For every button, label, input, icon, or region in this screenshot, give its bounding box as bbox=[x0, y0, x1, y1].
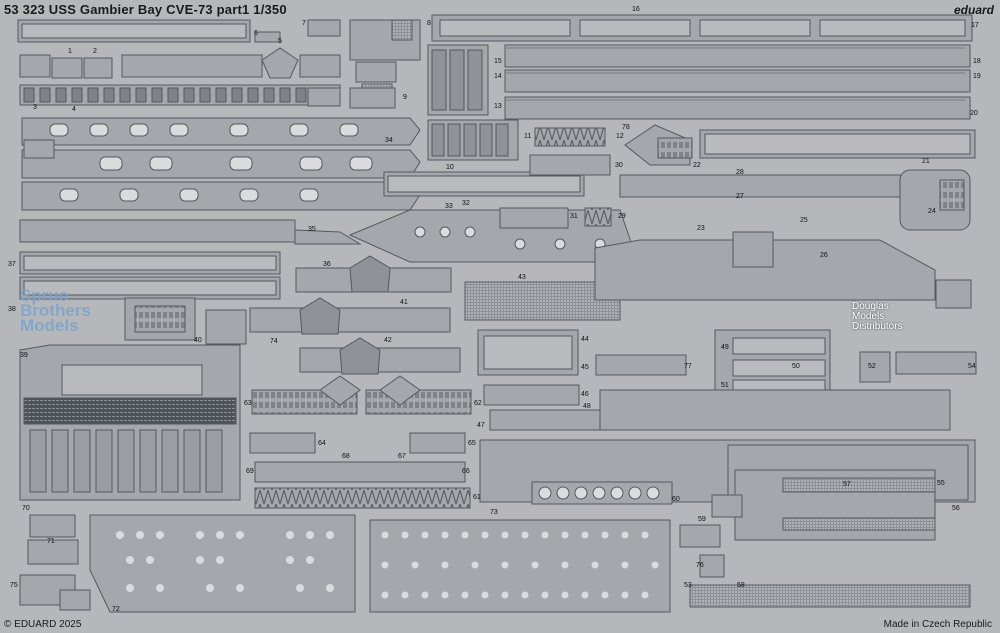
part-number: 39 bbox=[20, 352, 28, 359]
part-number: 48 bbox=[583, 403, 591, 410]
part-number: 24 bbox=[928, 208, 936, 215]
part-number: 57 bbox=[843, 481, 851, 488]
part-number: 72 bbox=[112, 606, 120, 613]
part-number: 2 bbox=[93, 48, 97, 55]
part-number: 4 bbox=[72, 106, 76, 113]
part-number: 28 bbox=[736, 169, 744, 176]
part-number: 37 bbox=[8, 261, 16, 268]
part-number: 42 bbox=[384, 337, 392, 344]
part-number: 49 bbox=[721, 344, 729, 351]
part-number: 22 bbox=[693, 162, 701, 169]
part-number: 59 bbox=[698, 516, 706, 523]
part-number: 6 bbox=[254, 30, 258, 37]
watermark-left-line: Sprue bbox=[20, 286, 69, 305]
part-number: 41 bbox=[400, 299, 408, 306]
part-number: 23 bbox=[697, 225, 705, 232]
part-number: 66 bbox=[462, 468, 470, 475]
part-number: 71 bbox=[47, 538, 55, 545]
part-number: 47 bbox=[477, 422, 485, 429]
part-number: 25 bbox=[800, 217, 808, 224]
part-number: 21 bbox=[922, 158, 930, 165]
part-number: 61 bbox=[473, 494, 481, 501]
part-number: 51 bbox=[721, 382, 729, 389]
part-number: 36 bbox=[323, 261, 331, 268]
part-number: 70 bbox=[22, 505, 30, 512]
part-number: 13 bbox=[494, 103, 502, 110]
part-number: 12 bbox=[616, 133, 624, 140]
watermark-right: Douglas Models Distributors bbox=[852, 302, 903, 332]
watermark-right-line: Douglas bbox=[852, 301, 889, 312]
part-number: 27 bbox=[736, 193, 744, 200]
part-number: 32 bbox=[462, 200, 470, 207]
part-number: 18 bbox=[973, 58, 981, 65]
part-number: 26 bbox=[820, 252, 828, 259]
part-number: 16 bbox=[632, 6, 640, 13]
part-number: 50 bbox=[792, 363, 800, 370]
part-number: 33 bbox=[445, 203, 453, 210]
part-number: 52 bbox=[868, 363, 876, 370]
part-number: 69 bbox=[246, 468, 254, 475]
made-in-text: Made in Czech Republic bbox=[883, 619, 992, 630]
part-number: 7 bbox=[302, 20, 306, 27]
part-number: 75 bbox=[10, 582, 18, 589]
part-number: 40 bbox=[194, 337, 202, 344]
brand-logo: eduard bbox=[953, 3, 994, 17]
part-number: 45 bbox=[581, 364, 589, 371]
part-number: 68 bbox=[342, 453, 350, 460]
part-number: 62 bbox=[474, 400, 482, 407]
part-number: 78 bbox=[622, 124, 630, 131]
part-number: 65 bbox=[468, 440, 476, 447]
part-number: 8 bbox=[427, 20, 431, 27]
part-number: 9 bbox=[403, 94, 407, 101]
part-number: 10 bbox=[446, 164, 454, 171]
part-number: 34 bbox=[385, 137, 393, 144]
part-number: 43 bbox=[518, 274, 526, 281]
part-number: 76 bbox=[696, 562, 704, 569]
part-number: 3 bbox=[33, 104, 37, 111]
part-number: 20 bbox=[970, 110, 978, 117]
part-number: 5 bbox=[278, 38, 282, 45]
sheet-title: 53 323 USS Gambier Bay CVE-73 part1 1/35… bbox=[4, 2, 287, 17]
part-number: 53 bbox=[684, 582, 692, 589]
part-number: 55 bbox=[937, 480, 945, 487]
part-number: 30 bbox=[615, 162, 623, 169]
part-number: 35 bbox=[308, 226, 316, 233]
part-number: 60 bbox=[672, 496, 680, 503]
watermark-left-line: Models bbox=[20, 316, 79, 335]
part-number: 46 bbox=[581, 391, 589, 398]
watermark-right-line: Distributors bbox=[852, 321, 903, 332]
watermark-left-line: Brothers bbox=[20, 301, 91, 320]
part-number: 29 bbox=[618, 213, 626, 220]
part-number: 44 bbox=[581, 336, 589, 343]
part-number: 15 bbox=[494, 58, 502, 65]
part-number: 67 bbox=[398, 453, 406, 460]
watermark-right-line: Models bbox=[852, 311, 885, 322]
watermark-left: Sprue Brothers Models bbox=[20, 286, 91, 335]
part-number: 14 bbox=[494, 73, 502, 80]
part-number: 17 bbox=[971, 22, 979, 29]
copyright-text: © EDUARD 2025 bbox=[4, 619, 82, 630]
part-number: 38 bbox=[8, 306, 16, 313]
part-number: 11 bbox=[524, 133, 532, 140]
part-number: 56 bbox=[952, 505, 960, 512]
part-number: 73 bbox=[490, 509, 498, 516]
part-number: 54 bbox=[968, 363, 976, 370]
part-number: 58 bbox=[737, 582, 745, 589]
part-number: 64 bbox=[318, 440, 326, 447]
part-number: 19 bbox=[973, 73, 981, 80]
part-number: 63 bbox=[244, 400, 252, 407]
part-number: 77 bbox=[684, 363, 692, 370]
part-number: 1 bbox=[68, 48, 72, 55]
part-number: 74 bbox=[270, 338, 278, 345]
part-number: 31 bbox=[570, 213, 578, 220]
